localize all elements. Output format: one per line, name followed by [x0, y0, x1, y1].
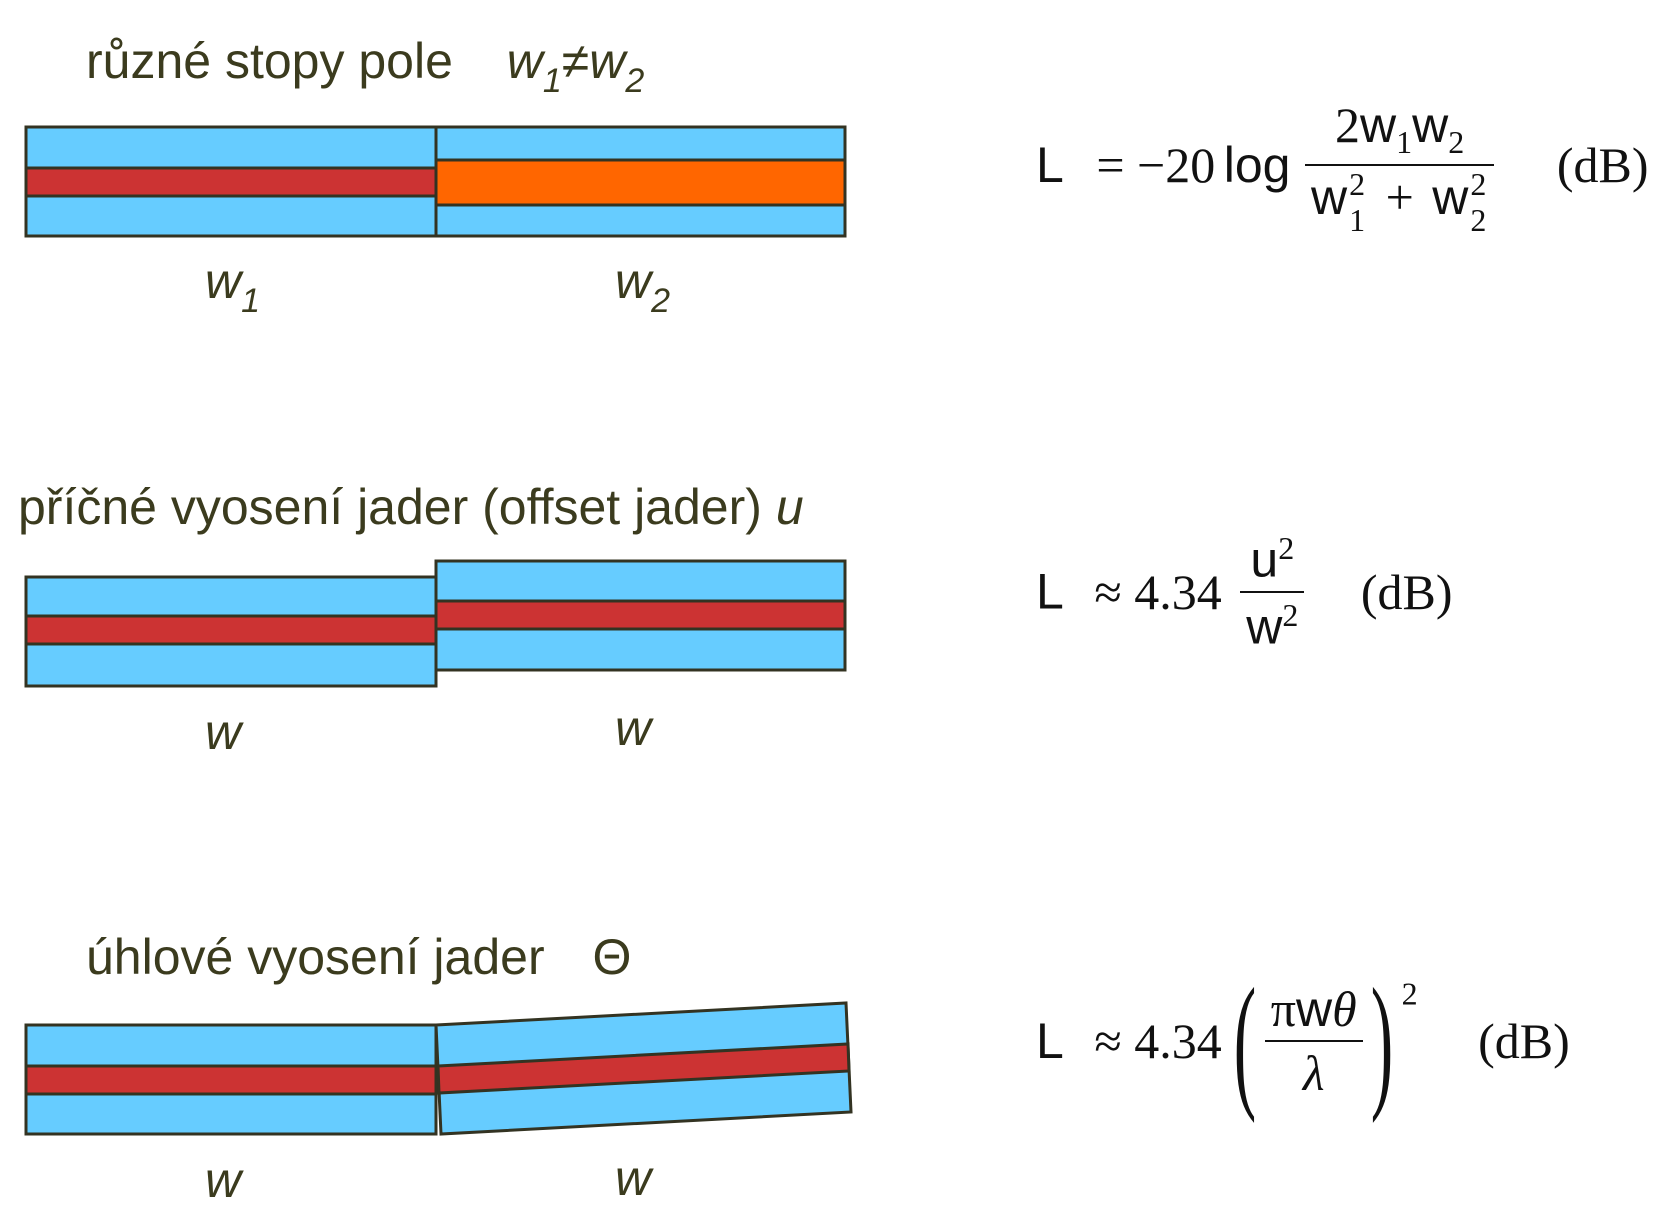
fiber2-right — [434, 559, 847, 672]
section1-label-right: w2 — [615, 256, 670, 318]
formula3-numerator: πwθ — [1265, 984, 1363, 1040]
formula1-den-w2: w — [1432, 169, 1469, 225]
section1-symbol-sub1: 1 — [542, 62, 562, 100]
formula2-L: L — [1036, 563, 1064, 620]
fiber3-left-core — [24, 1064, 438, 1096]
section3-formula: L ≈ 4.34 ( πwθ λ ) 2 (dB) — [1036, 966, 1570, 1116]
fiber1-left-core — [24, 166, 438, 198]
fiber2-right-core — [434, 599, 847, 631]
formula3-unit: (dB) — [1478, 1013, 1570, 1069]
section1-neq-symbol: ≠ — [561, 33, 590, 89]
formula3-fraction: πwθ λ — [1264, 984, 1363, 1101]
section2-label-right: w — [615, 703, 651, 753]
section2-label-left-w: w — [205, 704, 242, 760]
section1-label-left: w1 — [205, 256, 260, 318]
formula1-num-w1: w — [1360, 97, 1397, 153]
section3-label-left: w — [205, 1155, 241, 1205]
section3-label-right-w: w — [615, 1150, 652, 1206]
section3-label-left-w: w — [205, 1152, 242, 1208]
formula1-den-w2-sub: 2 — [1470, 202, 1487, 238]
fiber1-left — [24, 125, 438, 238]
formula2-fraction: u2 w2 — [1240, 532, 1305, 655]
formula3-L: L — [1036, 1013, 1064, 1069]
formula2-num-sup: 2 — [1278, 530, 1295, 566]
formula1-unit: (dB) — [1556, 137, 1649, 193]
section3-heading: úhlové vyosení jader Θ — [86, 932, 631, 982]
section3-symbol-theta: Θ — [592, 929, 632, 985]
formula3-approx: ≈ 4.34 — [1094, 1013, 1222, 1069]
formula2-numerator: u2 — [1240, 532, 1304, 591]
formula2-num-u: u — [1250, 531, 1279, 588]
fiber2-left-core — [24, 614, 438, 646]
formula1-num-w1-sub: 1 — [1396, 124, 1413, 160]
formula3-num-pi: π — [1270, 981, 1296, 1037]
formula3-num-w: w — [1295, 981, 1333, 1037]
section1-symbol-w2: w — [589, 33, 626, 89]
formula2-den-w: w — [1246, 598, 1283, 655]
formula2-unit: (dB) — [1360, 563, 1453, 620]
fiber3-right — [434, 1001, 853, 1136]
formula1-num-w2: w — [1412, 97, 1449, 153]
formula2-den-sup: 2 — [1282, 596, 1299, 633]
formula1-den-w1: w — [1310, 169, 1348, 225]
formula1-L: L — [1036, 137, 1064, 193]
fiber1-right — [434, 125, 847, 238]
formula3-paren-open: ( — [1234, 958, 1257, 1124]
fiber3-right-core — [436, 1042, 851, 1095]
formula1-den-w1-sup: 2 — [1349, 166, 1366, 202]
section1-heading: různé stopy pole w1≠w2 — [86, 36, 644, 98]
formula3-denominator: λ — [1264, 1040, 1363, 1101]
formula1-den-w1-sub: 1 — [1349, 202, 1366, 238]
formula3-den-lambda: λ — [1302, 1045, 1325, 1101]
formula1-numerator: 2w1w2 — [1305, 100, 1494, 164]
section3-heading-text: úhlové vyosení jader — [86, 929, 545, 985]
section3-label-right: w — [615, 1153, 651, 1203]
formula2-approx: ≈ 4.34 — [1094, 563, 1222, 620]
formula1-den-w2-sup: 2 — [1470, 166, 1487, 202]
section2-heading-text: příčné vyosení jader (offset jader) — [18, 479, 762, 535]
section1-symbol-w1: w — [506, 33, 543, 89]
section2-label-left: w — [205, 707, 241, 757]
formula1-log: log — [1223, 137, 1291, 193]
formula3-paren-close: ) — [1370, 958, 1394, 1124]
fiber2-left — [24, 575, 438, 688]
section1-label-right-sub: 2 — [651, 282, 671, 320]
formula2-denominator: w2 — [1240, 590, 1305, 655]
formula1-eq: = −20 — [1096, 137, 1216, 193]
section1-label-left-w: w — [205, 253, 242, 309]
fiber1-right-core — [434, 158, 847, 207]
section1-heading-text: různé stopy pole — [86, 33, 453, 89]
formula3-num-theta: θ — [1332, 981, 1357, 1037]
section2-label-right-w: w — [615, 700, 652, 756]
section1-symbol-sub2: 2 — [625, 62, 645, 100]
section1-label-left-sub: 1 — [241, 282, 261, 320]
formula1-num-w2-sub: 2 — [1448, 124, 1465, 160]
section2-formula: L ≈ 4.34 u2 w2 (dB) — [1036, 532, 1453, 651]
formula1-num-2: 2 — [1335, 97, 1361, 153]
formula3-sup: 2 — [1401, 975, 1418, 1012]
section2-heading: příčné vyosení jader (offset jader) u — [18, 482, 804, 532]
section1-label-right-w: w — [615, 253, 652, 309]
fiber3-left — [24, 1023, 438, 1136]
section2-symbol-u: u — [775, 479, 804, 535]
formula1-plus: + — [1385, 169, 1414, 225]
